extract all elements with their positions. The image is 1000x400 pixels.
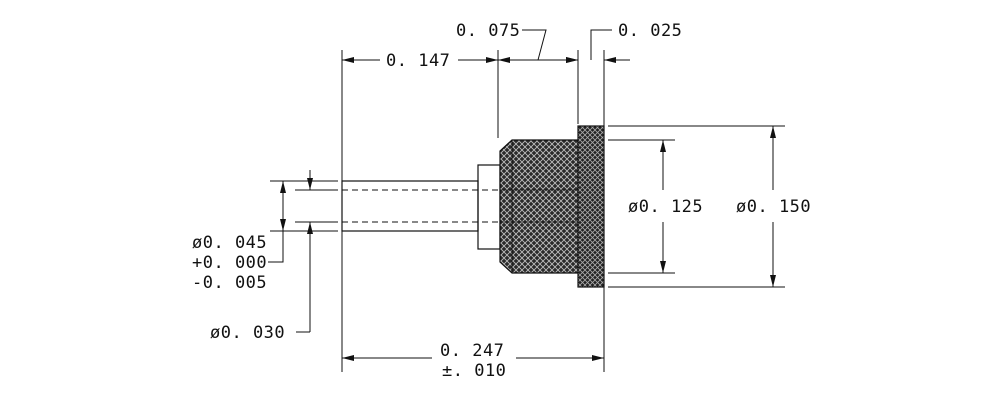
dim-pin-diameter: ø0. 045 bbox=[192, 233, 267, 253]
dim-flange-thickness: 0. 025 bbox=[618, 21, 682, 41]
dim-bore-diameter: ø0. 030 bbox=[210, 323, 285, 343]
dim-overall-tol: ±. 010 bbox=[442, 361, 506, 381]
dimension-labels: 0. 147 0. 075 0. 025 ø0. 125 ø0. 150 ø0.… bbox=[192, 21, 811, 381]
part-body bbox=[341, 125, 605, 288]
dim-overall-length: 0. 247 bbox=[440, 341, 504, 361]
dim-knurl-diameter: ø0. 125 bbox=[628, 197, 703, 217]
dim-insertion-length: 0. 147 bbox=[386, 51, 450, 71]
flange bbox=[577, 125, 605, 288]
dim-knurl-length: 0. 075 bbox=[456, 21, 520, 41]
extension-lines bbox=[270, 50, 785, 372]
dim-flange-diameter: ø0. 150 bbox=[736, 197, 811, 217]
dim-pin-tol-minus: -0. 005 bbox=[192, 273, 267, 293]
step-collar bbox=[477, 164, 501, 250]
dim-pin-tol-plus: +0. 000 bbox=[192, 253, 267, 273]
pin-shaft bbox=[341, 180, 479, 232]
dimension-lines bbox=[268, 29, 776, 361]
